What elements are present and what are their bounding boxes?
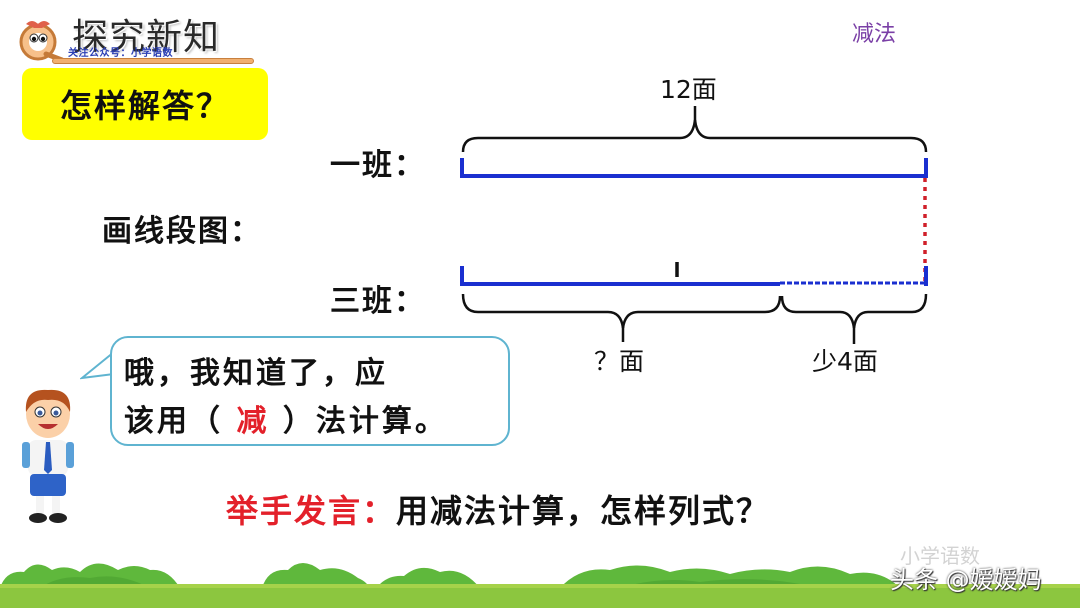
- header-logo: 探究新知 关注公众号：小学语数: [12, 6, 262, 66]
- bubble-answer: 减: [236, 404, 270, 439]
- speech-bubble: 哦，我知道了，应 该用（ 减 ）法计算。: [110, 336, 510, 446]
- row2-label: 三班：: [330, 284, 426, 319]
- bubble-line-2: 该用（ 减 ）法计算。: [124, 396, 448, 440]
- unknown-brace: [461, 293, 782, 329]
- logo-subtitle: 关注公众号：小学语数: [68, 48, 173, 59]
- grass-bushes-decoration: [0, 563, 1080, 608]
- top-brace: [461, 119, 928, 153]
- question-label: 怎样解答？: [59, 87, 230, 125]
- topic-label: 减法: [852, 22, 897, 47]
- question-box: 怎样解答？: [22, 68, 268, 140]
- less-label: 少4面: [812, 347, 878, 376]
- bubble-tail: [80, 351, 114, 380]
- bubble-line-2-prefix: 该用（: [124, 404, 237, 439]
- prompt-lead: 举手发言：: [226, 492, 397, 530]
- logo-underline: [52, 58, 254, 64]
- bubble-line-1: 哦，我知道了，应: [124, 356, 388, 391]
- student-boy-illustration: [22, 389, 74, 523]
- watermark-faint: 小学语数: [900, 544, 980, 568]
- row1-label: 一班：: [330, 148, 426, 183]
- total-label: 12面: [660, 75, 717, 104]
- bubble-line-2-suffix: ）法计算。: [269, 404, 448, 439]
- page-title: 探究新知: [72, 17, 221, 58]
- raise-hand-prompt: 举手发言：用减法计算，怎样列式？: [226, 486, 770, 532]
- prompt-text: 用减法计算，怎样列式？: [396, 492, 771, 530]
- unknown-label: ？面: [594, 347, 645, 376]
- less-brace: [780, 293, 928, 329]
- watermark: 头条 @嫒嫒妈: [890, 566, 1042, 594]
- q-mascot-icon: [19, 21, 65, 62]
- instruction-label: 画线段图：: [102, 214, 262, 249]
